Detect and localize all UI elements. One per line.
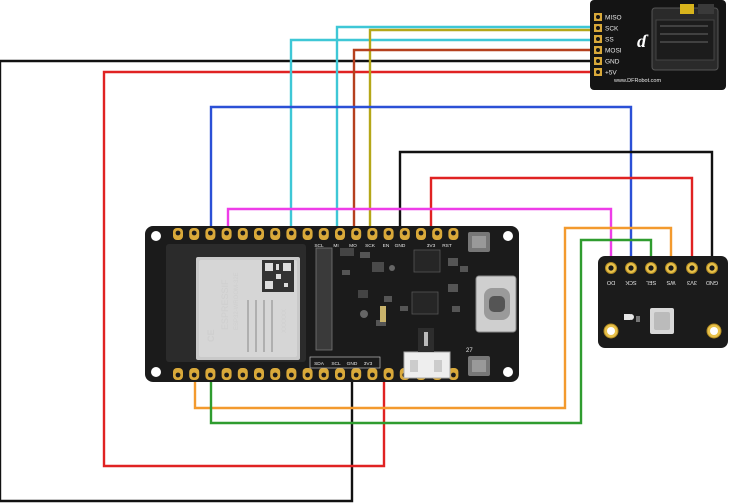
i2s-mic-module: DO SCK SEL WS 3V3 GND [598,256,728,348]
chip-ce-mark: CE [206,329,216,342]
sd-pin-label-miso: MISO [605,15,622,22]
esp-top-label-en: EN [383,243,390,249]
sd-pin-label-gnd: GND [605,59,620,66]
wire-ws-orange [193,226,673,410]
wire-gnd-black-2 [398,150,714,268]
esp-bottom-label-sda: SDA [314,361,325,367]
sd-pin-label-plus5v: +5V [605,70,617,77]
mic-pin-label-gnd: GND [706,279,718,285]
esp32-board: SCL MI MO SCK EN GND 3V3 RST SDA SCL GND 3V3 ESPRE… [145,226,519,382]
wire-sck-blue [209,105,633,268]
wire-sel-green [209,238,653,425]
esp-top-label-sck: SCK [365,243,376,249]
sd-pin-label-mosi: MOSI [605,48,622,55]
chip-brand: ESPRESSIF [220,279,230,330]
esp-top-label-3v3: 3V3 [427,243,436,249]
sd-url: www.DFRobot.com [613,78,661,84]
esp-top-label-scl: SCL [314,243,324,249]
esp-bottom-label-gnd: GND [347,361,358,367]
wire-sck-cyan [335,25,600,232]
wire-3v3-red [429,176,694,268]
board-number: 27 [466,348,473,354]
mic-pin-label-sck: SCK [625,279,637,285]
mic-pin-label-do: DO [606,279,615,285]
mic-pin-label-sel: SEL [646,279,656,285]
chip-model: ESP32-WROOM-32E [234,272,240,330]
wire-gnd-black [0,59,600,503]
chip-marking: XXXXXX [282,309,288,333]
esp-top-label-gnd: GND [395,243,406,249]
wire-5v-red [102,70,600,468]
mic-pin-label-ws: WS [666,279,675,285]
sd-pin-label-sck: SCK [605,26,619,33]
mic-pin-label-3v3: 3V3 [687,279,697,285]
sd-pin-label-ss: SS [605,37,614,44]
esp-bottom-label-3v3: 3V3 [364,361,373,367]
esp-top-label-mi: MI [333,243,338,249]
esp-top-label-rst: RST [442,243,452,249]
esp-bottom-label-scl: SCL [331,361,341,367]
wire-do-magenta [226,207,613,268]
wire-ss-cyan [289,38,600,232]
esp-top-label-mo: MO [349,243,357,249]
wire-mosi-brown [352,48,600,232]
